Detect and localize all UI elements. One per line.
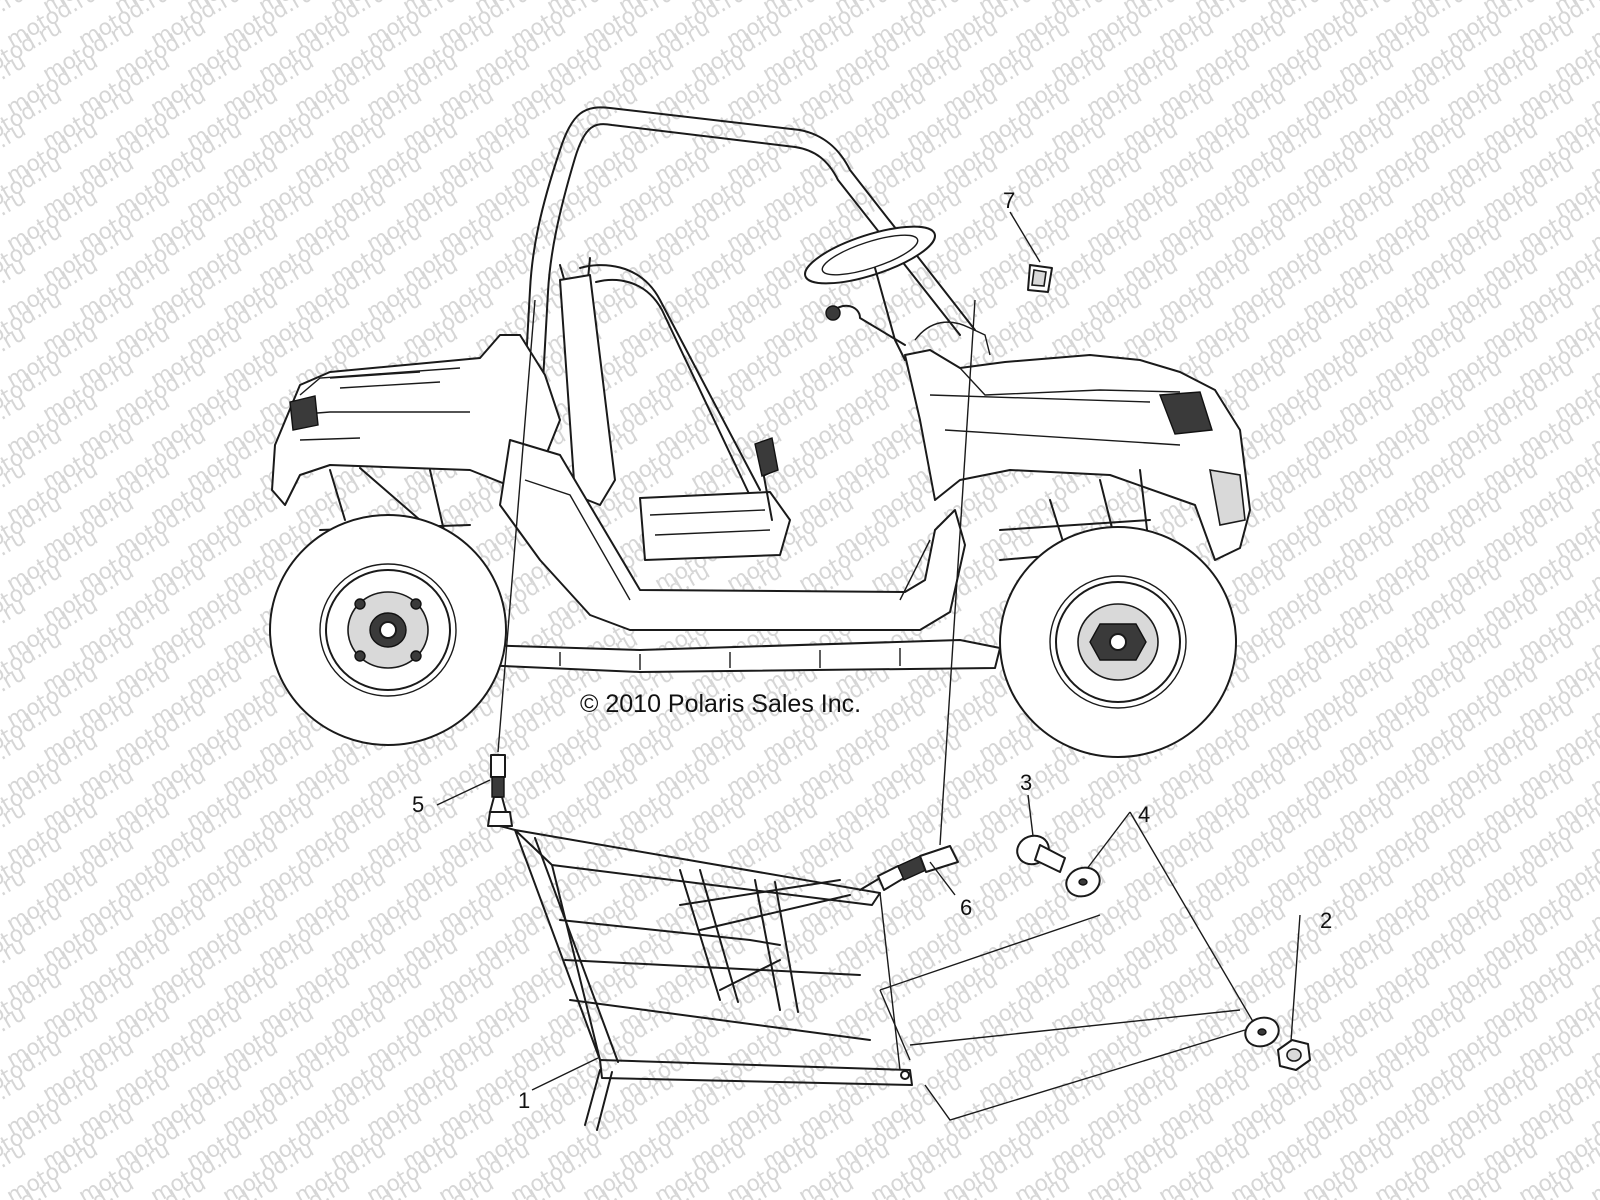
callout-4: 4 xyxy=(1138,802,1150,827)
callout-3: 3 xyxy=(1020,770,1032,795)
callout-6: 6 xyxy=(960,895,972,920)
callout-2: 2 xyxy=(1320,908,1332,933)
callout-1: 1 xyxy=(518,1088,530,1113)
rear-wheel xyxy=(269,514,507,746)
front-wheel xyxy=(999,526,1237,758)
callout-5: 5 xyxy=(412,792,424,817)
callout-7: 7 xyxy=(1003,188,1015,213)
copyright-text: © 2010 Polaris Sales Inc. xyxy=(580,690,861,718)
